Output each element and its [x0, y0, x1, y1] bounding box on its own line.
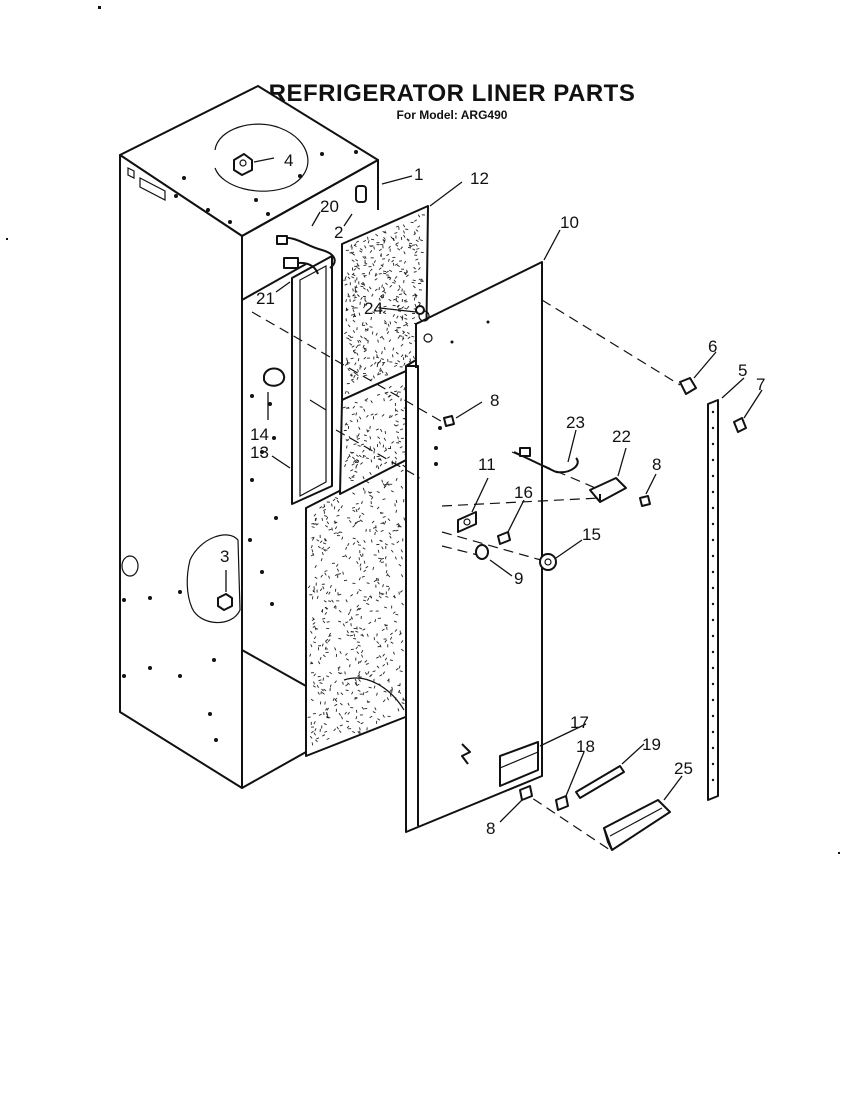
callout-4: 4 — [284, 151, 293, 170]
part-6-spacer — [679, 377, 697, 395]
part-4-nut — [233, 153, 253, 176]
callout-20: 20 — [320, 197, 339, 216]
assembly-line — [335, 429, 421, 479]
assembly-line — [541, 299, 681, 386]
part-10-liner — [405, 261, 543, 833]
stray-mark — [6, 238, 8, 240]
callout-18: 18 — [576, 737, 595, 756]
part-15-knob — [539, 553, 557, 571]
callout-3: 3 — [220, 547, 229, 566]
callout-5: 5 — [738, 361, 747, 380]
callout-11: 11 — [478, 455, 496, 474]
assembly-line — [441, 531, 549, 563]
callout-23: 23 — [566, 413, 585, 432]
part-14-grommet — [263, 367, 286, 387]
part-18-bushing — [555, 795, 569, 811]
callout-16: 16 — [514, 483, 533, 502]
callout-2: 2 — [334, 223, 343, 242]
callout-1: 1 — [414, 165, 423, 184]
callout-labels: 1 2 3 4 5 6 7 8 8 8 9 10 11 12 13 14 15 … — [220, 151, 765, 838]
part-7-screw — [733, 417, 747, 433]
diagram-subtitle: For Model: ARG490 — [396, 108, 508, 122]
assembly-line — [441, 497, 601, 507]
callout-22: 22 — [612, 427, 631, 446]
part-21-connector — [283, 257, 319, 275]
part-19-hinge-pin — [575, 765, 625, 799]
callout-19: 19 — [642, 735, 661, 754]
part-20-wire-harness — [276, 235, 336, 269]
part-8-screw-a — [443, 415, 455, 427]
part-24-clip — [415, 305, 425, 315]
assembly-line — [519, 789, 611, 851]
callout-17: 17 — [570, 713, 589, 732]
part-8-screw-c — [519, 785, 533, 801]
callout-12: 12 — [470, 169, 489, 188]
part-22-light-socket — [589, 477, 627, 503]
callout-10: 10 — [560, 213, 579, 232]
part-9-button — [475, 544, 489, 560]
part-25-trim — [603, 799, 671, 851]
assembly-line — [251, 311, 447, 425]
part-5-strip — [707, 399, 719, 801]
part-11-plate — [457, 511, 477, 533]
callout-14: 14 — [250, 425, 269, 444]
callout-24: 24 — [364, 299, 383, 318]
callout-8-upper: 8 — [490, 391, 499, 410]
diagram-title: REFRIGERATOR LINER PARTS — [268, 80, 636, 107]
callout-8-lower: 8 — [486, 819, 495, 838]
callout-7: 7 — [756, 375, 765, 394]
stray-mark — [838, 852, 840, 854]
callout-21: 21 — [256, 289, 275, 308]
part-23-switch — [513, 447, 579, 474]
stray-mark — [98, 6, 101, 9]
callout-6: 6 — [708, 337, 717, 356]
leader-lines — [225, 157, 763, 823]
part-8-screw-b — [639, 495, 651, 507]
insulation-speckle — [307, 214, 425, 746]
strip-perforations — [711, 410, 715, 782]
callout-8-right: 8 — [652, 455, 661, 474]
part-3-screw — [217, 593, 233, 611]
part-16-pin — [497, 531, 511, 545]
part-2-clip — [355, 185, 367, 203]
part-13-bracket — [291, 255, 333, 505]
callout-15: 15 — [582, 525, 601, 544]
callout-25: 25 — [674, 759, 693, 778]
callout-13: 13 — [250, 443, 269, 462]
callout-9: 9 — [514, 569, 523, 588]
part-17-hinge — [461, 741, 539, 787]
